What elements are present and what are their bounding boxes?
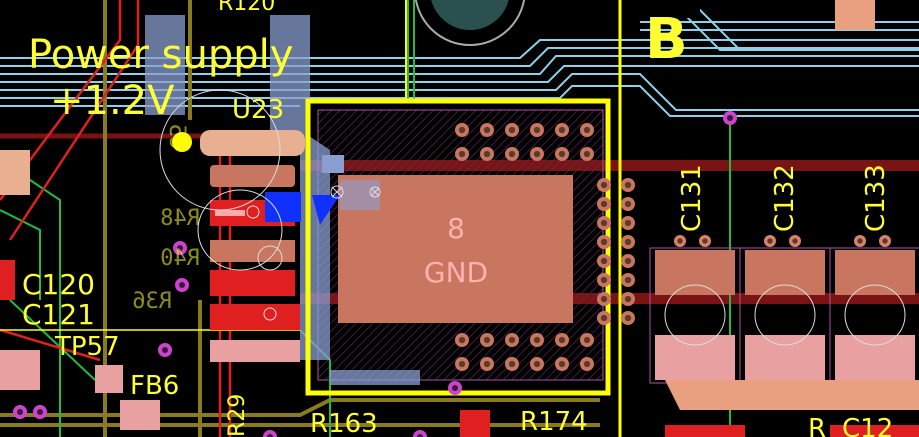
- selected-pad-marker: [312, 195, 340, 225]
- label-c132: C132: [770, 164, 800, 232]
- via-array-bottom: [455, 333, 594, 371]
- label-tp57: TP57: [54, 332, 120, 362]
- bottom-right-copper: [665, 380, 919, 410]
- top-capacitor-outline: [414, 0, 526, 46]
- label-r120-top: R120: [218, 0, 275, 16]
- label-r174: R174: [520, 407, 588, 437]
- label-c131: C131: [677, 164, 707, 232]
- via-array-top: [455, 123, 594, 161]
- label-r29-partial: R29: [225, 394, 250, 437]
- top-capacitor-body: [431, 0, 509, 30]
- label-c5x-mirrored: C5: [164, 124, 189, 151]
- label-r40-mirrored: R40: [160, 246, 200, 271]
- ic-corner-pads: [312, 155, 381, 225]
- label-c120: C120: [22, 268, 95, 301]
- label-c121: C121: [22, 298, 95, 331]
- label-u23: U23: [232, 95, 284, 125]
- label-r163: R163: [310, 409, 378, 437]
- pin1-marker: [172, 132, 192, 152]
- capacitor-footprints: [649, 235, 919, 384]
- via: [413, 430, 427, 437]
- title-line2: +1.2V: [50, 78, 175, 124]
- via-array-right: [597, 178, 635, 325]
- label-fb6: FB6: [130, 371, 179, 401]
- label-r36-mirrored: R36: [132, 289, 172, 314]
- left-component-pads: [159, 89, 305, 362]
- title-line1: Power supply: [28, 32, 293, 78]
- pad-net-number: 8: [447, 212, 465, 245]
- label-c12-partial: C12: [842, 414, 893, 437]
- label-c133: C133: [861, 164, 891, 232]
- silkscreen-labels: Power supply +1.2V U23 R120 B C120 C121 …: [22, 0, 893, 437]
- label-big-letter: B: [645, 7, 688, 72]
- via: [263, 430, 277, 437]
- label-r-partial: R: [808, 414, 826, 437]
- label-r48-mirrored: R48: [160, 206, 200, 231]
- pad-net-name: GND: [424, 256, 488, 289]
